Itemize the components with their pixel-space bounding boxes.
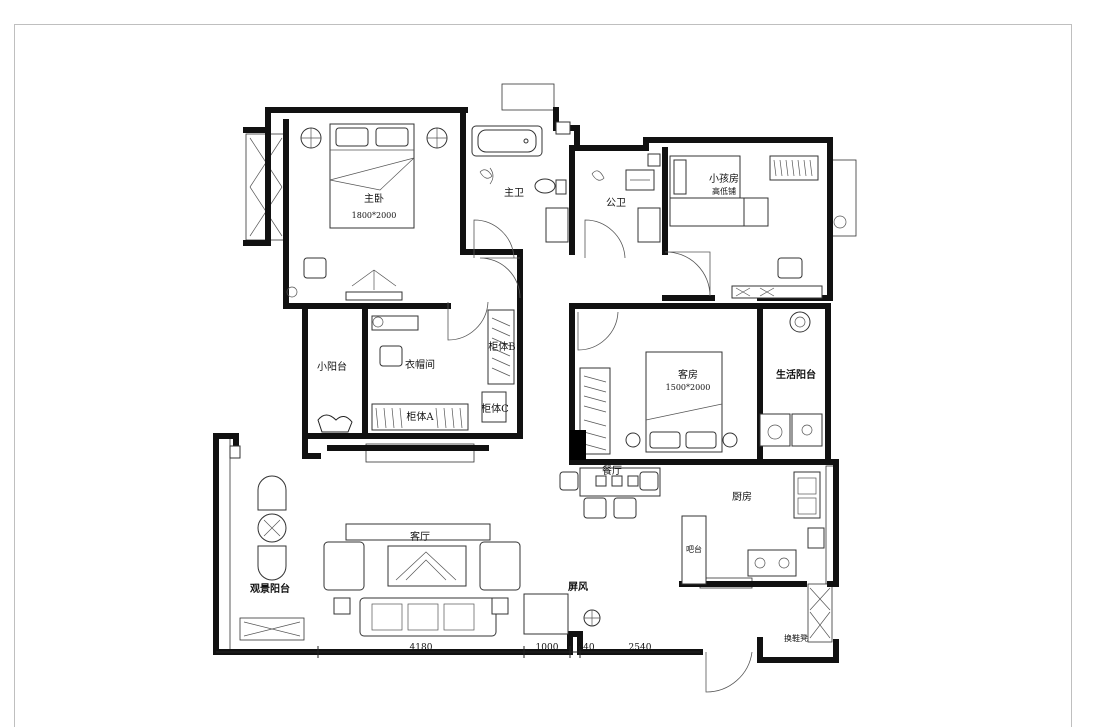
dim-140: 140 (577, 643, 594, 653)
dining-furniture (559, 467, 661, 519)
lounge-chair (257, 475, 287, 511)
label-kids-bed: 高低铺 (712, 186, 736, 196)
dim-4180: 4180 (410, 643, 433, 653)
label-guest-room: 客房 (678, 368, 698, 381)
label-cabinet-b: 柜体B (488, 340, 515, 353)
label-guest-bed-size: 1500*2000 (666, 383, 711, 392)
coffee-table (387, 545, 467, 587)
chair (583, 497, 607, 519)
label-dining: 餐厅 (602, 464, 622, 477)
label-bar: 吧台 (686, 544, 702, 554)
side-table (333, 597, 351, 615)
fridge (807, 527, 825, 549)
label-master-bedroom: 主卧 (364, 192, 384, 205)
label-master-bath: 主卫 (504, 187, 524, 199)
shower-tray (637, 207, 661, 243)
side-table (491, 597, 509, 615)
desk (731, 285, 823, 299)
view-balcony-furniture (229, 445, 287, 581)
label-cabinet-c: 柜体C (481, 402, 509, 415)
sink (791, 413, 823, 447)
stool (379, 345, 403, 367)
label-screen: 屏风 (567, 581, 588, 593)
shelf (371, 315, 419, 331)
lamp-icon (722, 432, 738, 448)
kids-window (831, 159, 857, 237)
sofa (359, 597, 497, 637)
lamp-icon (625, 432, 641, 448)
label-shoe-bench: 换鞋凳 (784, 633, 808, 643)
plant-icon (286, 286, 298, 298)
walls (213, 107, 839, 663)
cloakroom-furniture (371, 309, 515, 431)
entry-window (807, 583, 833, 643)
kitchen-furniture (681, 471, 825, 585)
label-small-balcony: 小阳台 (317, 360, 347, 373)
label-utility-balcony: 生活阳台 (776, 368, 816, 381)
chair (777, 257, 803, 279)
water-heater-icon (789, 311, 811, 333)
label-kids-room: 小孩房 (709, 172, 739, 185)
public-bath-fixtures (591, 153, 661, 243)
plant-icon (833, 215, 847, 229)
chair (613, 497, 637, 519)
doors (447, 219, 753, 693)
living-room-furniture (323, 523, 601, 637)
stove (747, 549, 797, 577)
dim-1000: 1000 (536, 643, 559, 653)
washer (759, 413, 791, 447)
master-bedroom-furniture (286, 123, 448, 301)
kids-room-furniture (669, 155, 847, 299)
chair (559, 471, 579, 491)
cabinet-c (481, 391, 507, 423)
label-view-balcony: 观景阳台 (250, 582, 290, 595)
label-master-bed-size: 1800*2000 (352, 211, 397, 220)
armchair (323, 541, 365, 591)
label-kitchen: 厨房 (732, 490, 752, 503)
desk (345, 291, 403, 301)
label-cloakroom: 衣帽间 (405, 358, 435, 371)
label-public-bath: 公卫 (606, 198, 626, 209)
small-balcony-items (317, 414, 353, 433)
shower (545, 207, 569, 243)
bath-window (501, 83, 555, 111)
dimension-line: 4180 1000 140 2540 (216, 643, 700, 658)
screen-partition (523, 593, 569, 635)
toilet (534, 178, 556, 194)
drain (555, 121, 571, 135)
label-cabinet-a: 柜体A (406, 410, 434, 423)
room-labels: 主卧 1800*2000 主卫 公卫 小孩房 高低铺 小阳台 衣帽间 柜体A 柜… (250, 172, 816, 643)
master-bath-fixtures (471, 121, 571, 243)
plant-icon (372, 316, 384, 328)
bar-counter (681, 515, 707, 585)
chair (639, 471, 659, 491)
lounge-chair (257, 545, 287, 581)
drawing-frame (14, 24, 1072, 727)
label-living: 客厅 (410, 530, 430, 543)
chair (303, 257, 327, 279)
armchair (479, 541, 521, 591)
dim-2540: 2540 (629, 643, 652, 653)
guest-room-furniture (570, 351, 738, 460)
tv-cabinet (345, 523, 491, 541)
column (570, 430, 586, 460)
plant-icon (317, 414, 353, 433)
utility-balcony-items (759, 311, 823, 447)
